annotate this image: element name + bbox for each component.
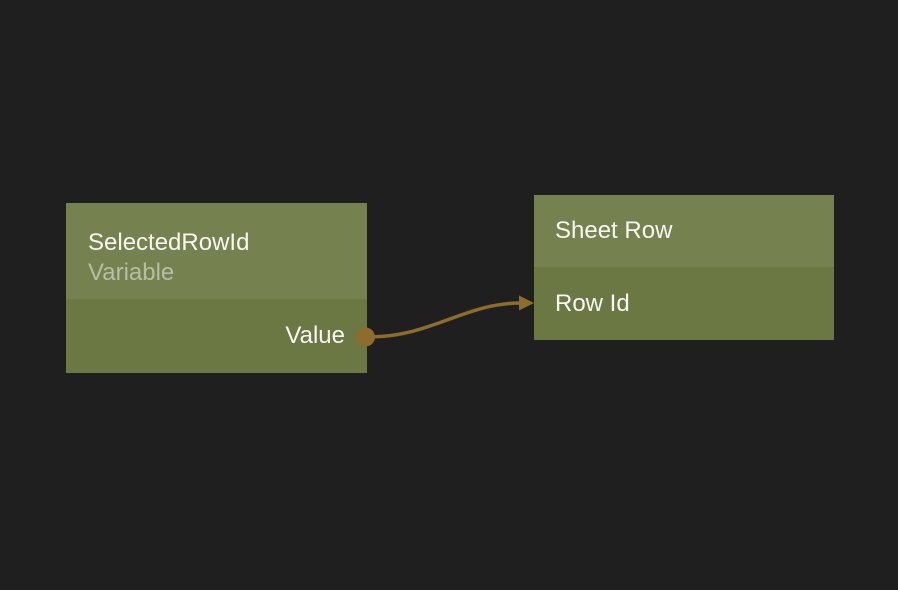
node-title: Sheet Row: [555, 217, 673, 244]
connection-wire[interactable]: [366, 301, 523, 339]
node-selectedrowid-body: Value: [66, 299, 367, 373]
node-sheet-row-header[interactable]: Sheet Row: [534, 195, 834, 267]
output-label: Value: [285, 322, 345, 349]
value-output-port[interactable]: [356, 327, 375, 347]
input-label: Row Id: [555, 289, 630, 317]
node-sheet-row[interactable]: Sheet Row Row Id: [534, 195, 834, 340]
input-row-rowid: Row Id: [555, 267, 630, 340]
node-subtitle: Variable: [88, 259, 175, 286]
output-row-value: Value: [285, 299, 345, 373]
node-selectedrowid[interactable]: SelectedRowId Variable Value: [66, 203, 367, 373]
node-title: SelectedRowId: [88, 229, 250, 256]
node-sheet-row-body: Row Id: [534, 267, 834, 340]
node-selectedrowid-header[interactable]: SelectedRowId Variable: [66, 203, 367, 299]
